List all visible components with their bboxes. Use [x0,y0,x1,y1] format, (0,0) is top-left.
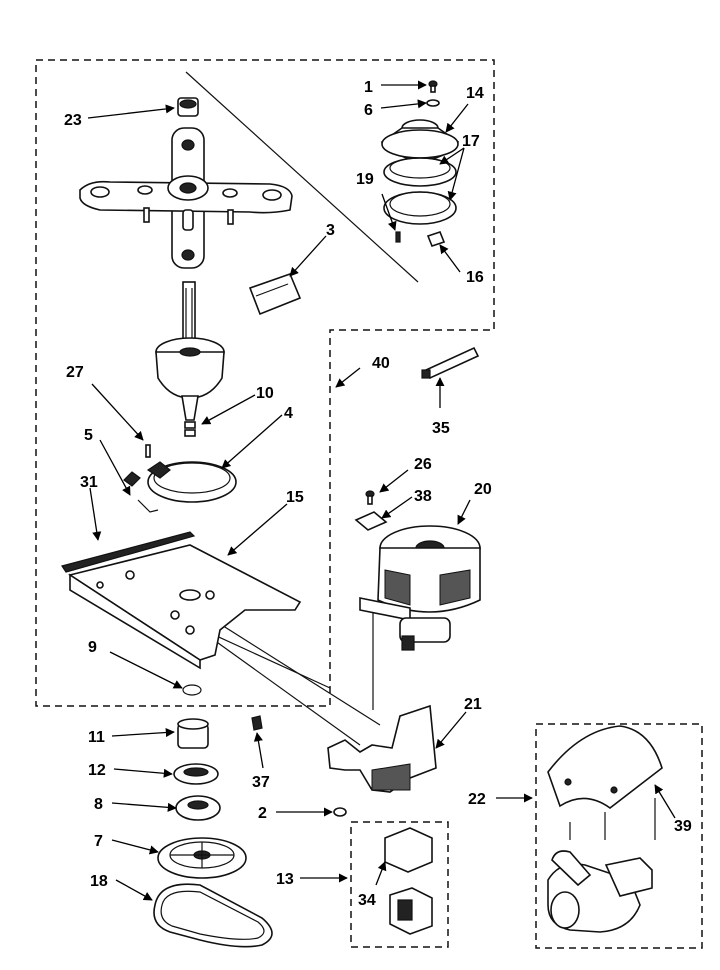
callout-37: 37 [252,774,270,791]
callout-34: 34 [358,892,376,909]
callout-38: 38 [414,488,432,505]
callout-10: 10 [256,385,274,402]
callout-35: 35 [432,420,450,437]
part-22-pump [547,798,656,933]
callout-6: 6 [364,102,373,119]
callout-22: 22 [468,791,486,808]
part-10-spring [184,421,196,437]
part-12-washer [173,763,219,785]
callout-27: 27 [66,364,84,381]
part-11-bearing [177,718,209,749]
callout-5: 5 [84,427,93,444]
part-6-washer [426,99,440,107]
part-9-retaining-ring [182,684,202,696]
part-19-screw [395,231,401,243]
callout-17: 17 [462,133,480,150]
transmission [155,281,225,421]
callout-14: 14 [466,85,484,102]
callout-39: 39 [674,818,692,835]
part-7-pulley [157,837,247,879]
callout-19: 19 [356,171,374,188]
callout-12: 12 [88,762,106,779]
callout-15: 15 [286,489,304,506]
callout-20: 20 [474,481,492,498]
callout-31: 31 [80,474,98,491]
part-4-clutch-band [146,461,237,503]
part-31-strip [61,531,196,573]
part-34-switch [384,827,433,935]
part-16-clip [426,231,446,247]
main-assembly-box [35,59,495,707]
part-26-screw [365,490,375,505]
part-5-clip [123,471,159,513]
part-23-hub-nut [177,97,199,117]
part-15-base-plate [68,544,302,670]
callout-11: 11 [88,729,105,746]
callout-13: 13 [276,871,294,888]
callout-21: 21 [464,696,482,713]
part-21-bracket [327,704,437,793]
part-2-nut [333,807,347,817]
reference-line [199,629,361,746]
callout-26: 26 [414,456,432,473]
part-39-shield [547,725,663,809]
agitator-spider [79,127,293,269]
reference-line [209,632,331,689]
part-1-screw [428,80,438,93]
part-8-bushing [175,795,221,821]
callout-4: 4 [284,405,293,422]
group-13-box [350,821,449,948]
callout-3: 3 [326,222,335,239]
part-18-drive-belt [153,883,273,948]
group-22-box [535,723,703,949]
callout-7: 7 [94,833,103,850]
callout-1: 1 [364,79,373,96]
callout-9: 9 [88,639,97,656]
part-14-cam [380,119,460,161]
callout-40: 40 [372,355,390,372]
callout-8: 8 [94,796,103,813]
callout-16: 16 [466,269,484,286]
part-35-tie-strap [421,346,480,380]
callout-23: 23 [64,112,82,129]
part-38-bracket [354,511,388,531]
reference-line [185,71,419,283]
part-3-bracket [248,272,302,316]
callout-18: 18 [90,873,108,890]
part-27-pin [145,444,151,458]
part-20-motor [359,525,481,651]
part-17-rings [383,157,457,225]
part-37-screw [251,715,263,731]
callout-2: 2 [258,805,267,822]
